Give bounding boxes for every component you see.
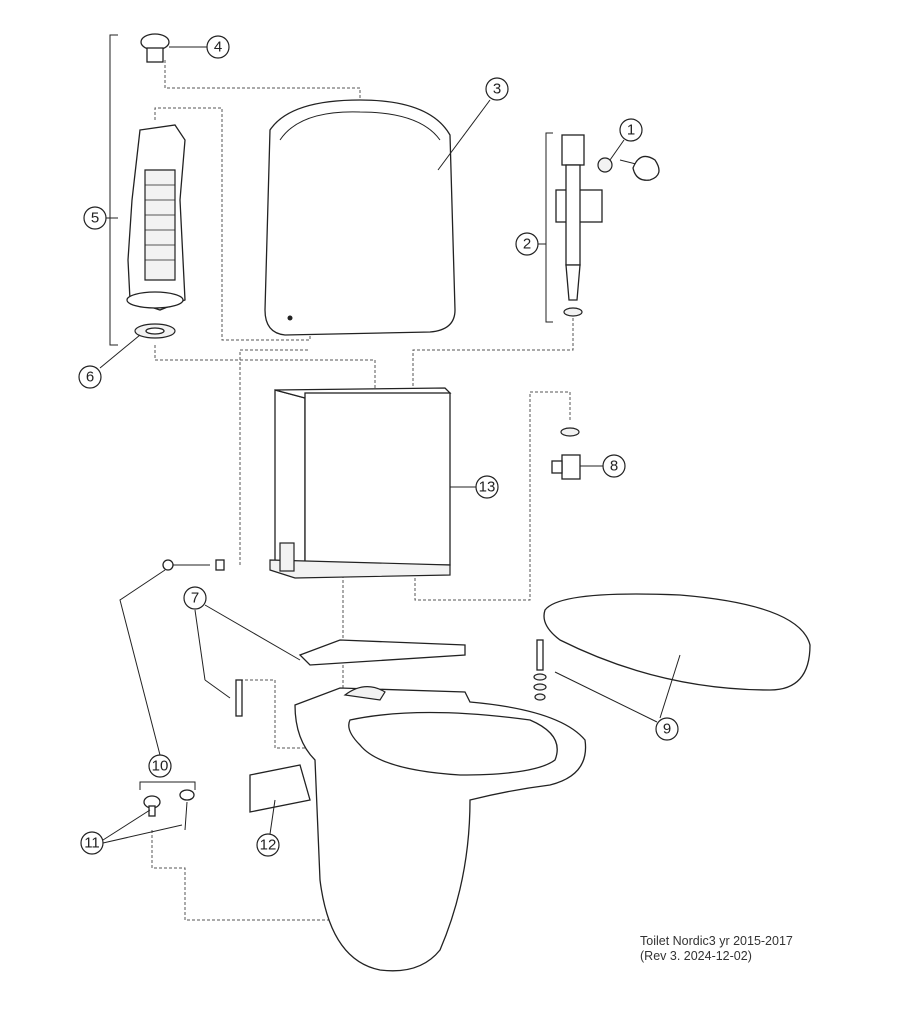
bracket-5: [109, 34, 118, 346]
leader-lines: [99, 46, 681, 844]
bracket-10: [139, 781, 196, 790]
callout-9: 9: [655, 717, 679, 741]
bracket-2: [545, 132, 553, 323]
svg-text:10: 10: [152, 758, 169, 775]
svg-text:7: 7: [191, 590, 199, 607]
svg-text:4: 4: [214, 39, 222, 56]
svg-text:1: 1: [627, 122, 635, 139]
caption-revision: (Rev 3. 2024-12-02): [640, 949, 752, 963]
callout-12: 12: [256, 833, 280, 857]
part-cistern-cover: [264, 99, 456, 336]
part-screws-plate: [162, 559, 466, 717]
callout-6: 6: [78, 365, 102, 389]
svg-text:13: 13: [479, 479, 496, 496]
svg-text:3: 3: [493, 81, 501, 98]
part-gasket: [134, 323, 176, 339]
caption-title: Toilet Nordic3 yr 2015-2017: [640, 934, 793, 948]
part-shutoff-valve: [551, 427, 581, 480]
svg-text:8: 8: [610, 458, 618, 475]
assembly-guide-lines: [151, 60, 574, 940]
svg-text:11: 11: [84, 835, 100, 852]
svg-text:9: 9: [663, 721, 671, 738]
callout-11: 11: [80, 831, 104, 855]
part-caps-screws: [143, 789, 195, 831]
callout-8: 8: [602, 454, 626, 478]
svg-text:2: 2: [523, 236, 531, 253]
callout-5: 5: [83, 206, 107, 230]
part-floor-bracket: [249, 764, 311, 813]
part-fill-valve: [555, 134, 603, 317]
svg-text:5: 5: [91, 210, 99, 227]
svg-text:12: 12: [260, 837, 277, 854]
part-cistern: [269, 387, 452, 579]
diagram-caption: Toilet Nordic3 yr 2015-2017 (Rev 3. 2024…: [640, 934, 793, 964]
part-flush-valve: [126, 124, 186, 311]
svg-text:6: 6: [86, 369, 94, 386]
callout-10: 10: [148, 754, 172, 778]
part-toilet-seat: [533, 593, 811, 701]
callout-7: 7: [183, 586, 207, 610]
callout-2: 2: [515, 232, 539, 256]
callout-4: 4: [206, 35, 230, 59]
part-flush-button: [140, 33, 170, 63]
callout-13: 13: [475, 475, 499, 499]
part-toilet-bowl: [294, 686, 587, 972]
part-float-arm: [597, 155, 660, 181]
callout-3: 3: [485, 77, 509, 101]
callout-1: 1: [619, 118, 643, 142]
